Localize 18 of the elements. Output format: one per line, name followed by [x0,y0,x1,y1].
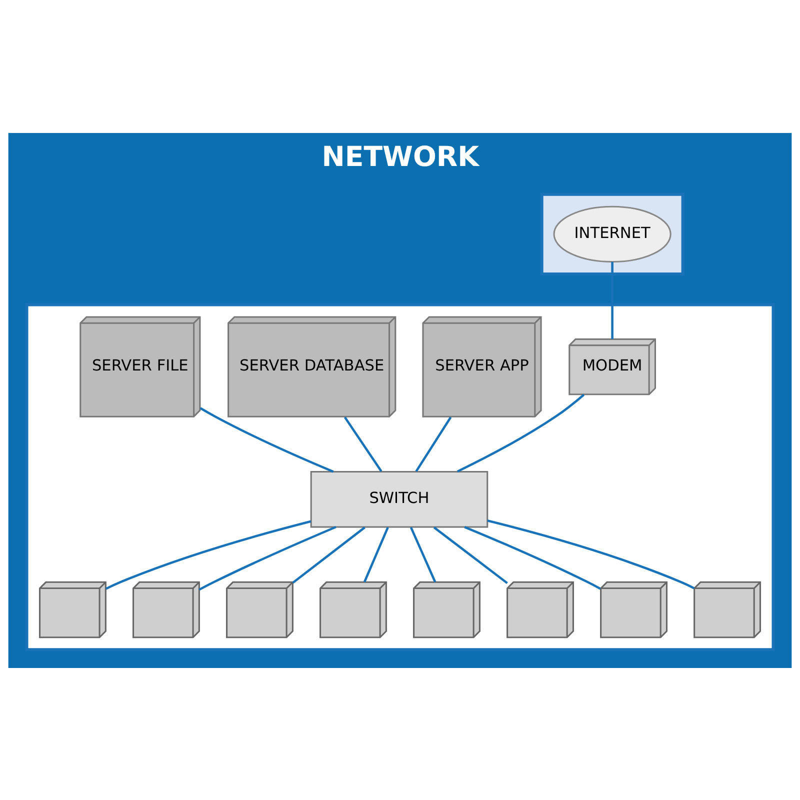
connector [464,525,601,590]
connector [611,261,614,339]
connector [363,526,389,582]
connector [106,520,312,590]
connector [456,393,585,472]
connector [292,526,366,584]
connector [344,416,382,472]
connector [487,519,695,589]
connector [415,416,452,472]
connector [200,406,334,472]
cluster [540,192,684,276]
node-ellipse: INTERNET [553,205,672,262]
connector [410,526,436,582]
connector [198,525,336,590]
node-box: SWITCH [310,470,488,528]
diagram-title: NETWORK [322,139,480,172]
cluster [25,302,775,651]
connector [433,526,508,584]
